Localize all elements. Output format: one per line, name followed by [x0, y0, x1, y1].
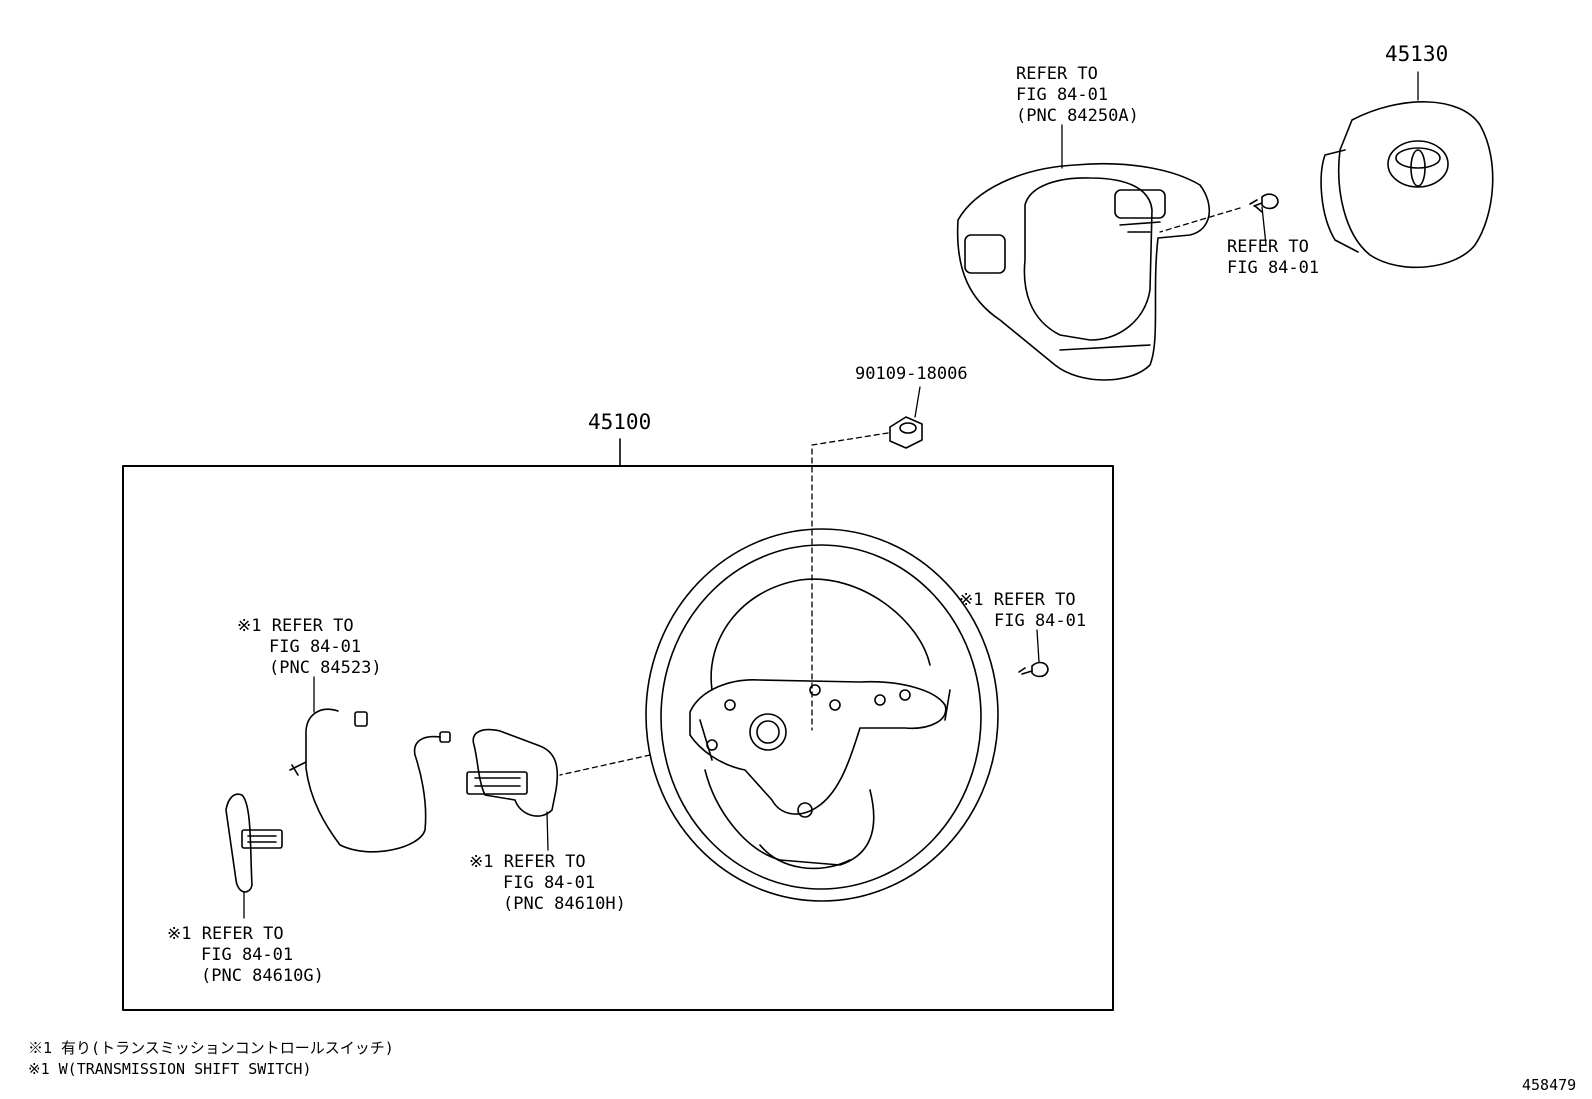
steering-wheel-cover: [958, 164, 1210, 380]
pad-screw: [1250, 194, 1278, 212]
part-number-45100: 45100: [588, 410, 652, 434]
right-switch: [467, 730, 557, 816]
right-screw: [1019, 663, 1048, 677]
steering-wheel: [646, 529, 998, 901]
footnote-en: ※1 W(TRANSMISSION SHIFT SWITCH): [28, 1060, 312, 1078]
horn-pad: [1321, 102, 1493, 268]
figure-id: 458479: [1522, 1076, 1577, 1094]
leader-lines: [244, 72, 1418, 918]
alignment-lines: [560, 208, 1240, 775]
part-number-nut: 90109-18006: [855, 364, 968, 384]
toyota-emblem: [1388, 141, 1448, 187]
wire-harness: [290, 709, 450, 852]
left-switch: [226, 794, 282, 892]
nut: [890, 417, 922, 448]
footnote-jp: ※1 有り(トランスミッションコントロールスイッチ): [28, 1039, 394, 1057]
part-number-45130: 45130: [1385, 42, 1449, 66]
assembly-frame: [123, 466, 1113, 1010]
